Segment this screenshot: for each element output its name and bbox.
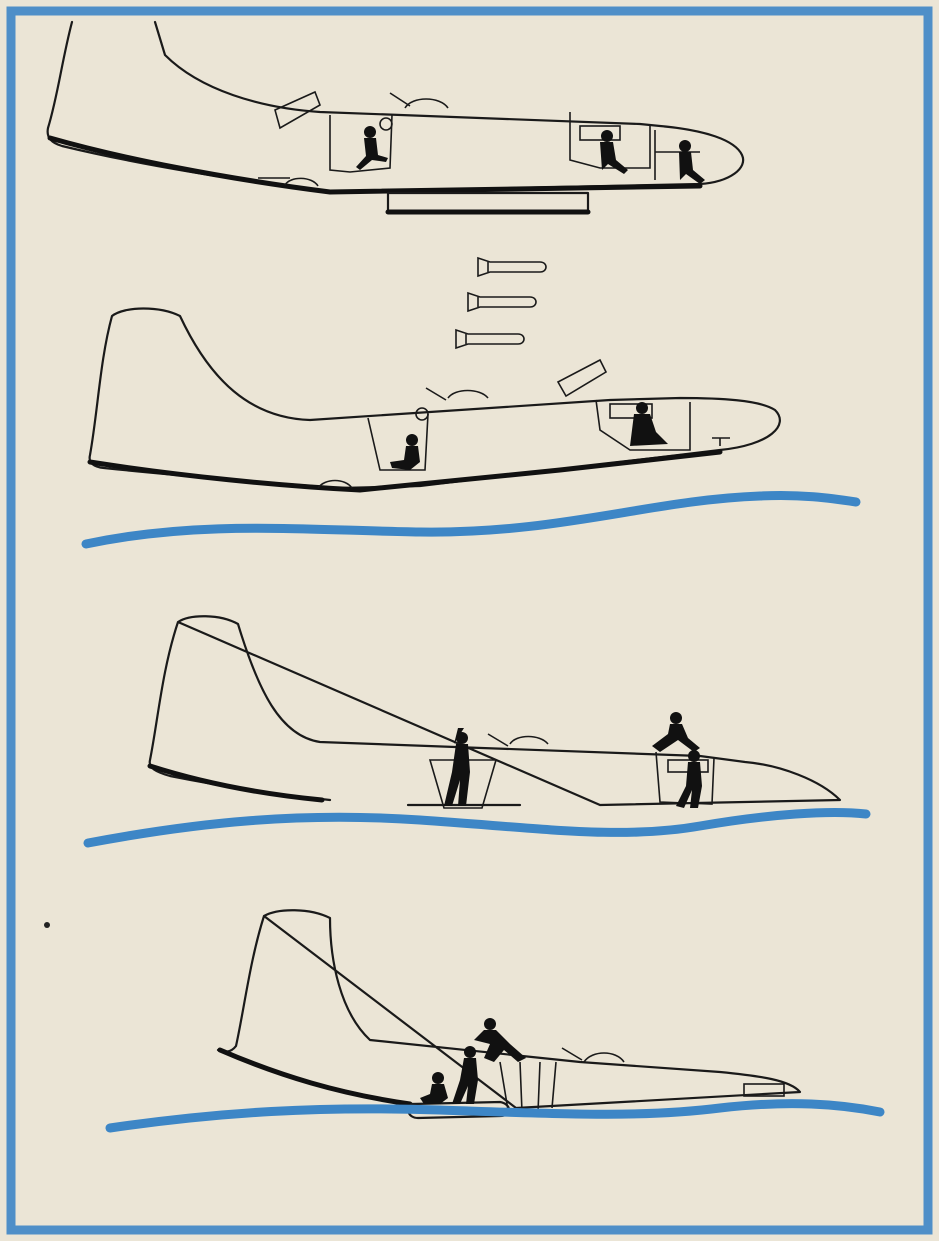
water-surface [110,1104,880,1128]
bomb-bay-doors [388,193,588,211]
falling-bombs [456,258,546,348]
crew-figure-on-wing [652,712,700,752]
crew-figure-on-fuselage [474,1018,526,1062]
hull-keel [150,766,322,800]
fuselage-outline [218,910,800,1108]
turret-dome [448,391,488,399]
panel-3-aircraft-afloat [150,616,840,808]
crew-figure-standing-in-raft [452,1044,488,1104]
crew-figure-pilot [630,402,668,446]
panel-4-aircraft-sinking [218,910,800,1118]
fuselage-outline [48,22,744,192]
antenna [390,93,410,106]
bomb [468,293,536,311]
fuselage-outline [150,616,840,805]
crew-figure-waist [390,434,420,470]
nose-station [712,438,730,446]
panel-1-aircraft-in-flight [48,22,744,212]
antenna [426,388,446,400]
turret-dome [510,737,548,745]
turret-dome [405,99,448,108]
hull-keel [220,1050,410,1104]
antenna [562,1048,582,1060]
water-surface [88,813,866,844]
paper-speck [44,922,50,928]
crew-figure-waist [356,126,388,170]
crew-figure-navigator [600,130,628,174]
porthole [416,408,428,420]
turret-dome [584,1053,624,1062]
nav-table [580,126,620,140]
escape-hatch-open [558,360,606,396]
bomb [456,330,524,348]
fuselage-outline [90,309,780,489]
porthole [380,118,392,130]
panel-2-aircraft-ditching [90,309,780,491]
crew-figure-bombardier [679,140,705,184]
waist-hatch-opening [500,1062,556,1112]
antenna [488,734,508,746]
water-surface [86,495,856,544]
crew-figure-kneeling-in-raft [420,1072,448,1104]
crew-figure-climbing-out [676,750,702,808]
bomb [478,258,546,276]
